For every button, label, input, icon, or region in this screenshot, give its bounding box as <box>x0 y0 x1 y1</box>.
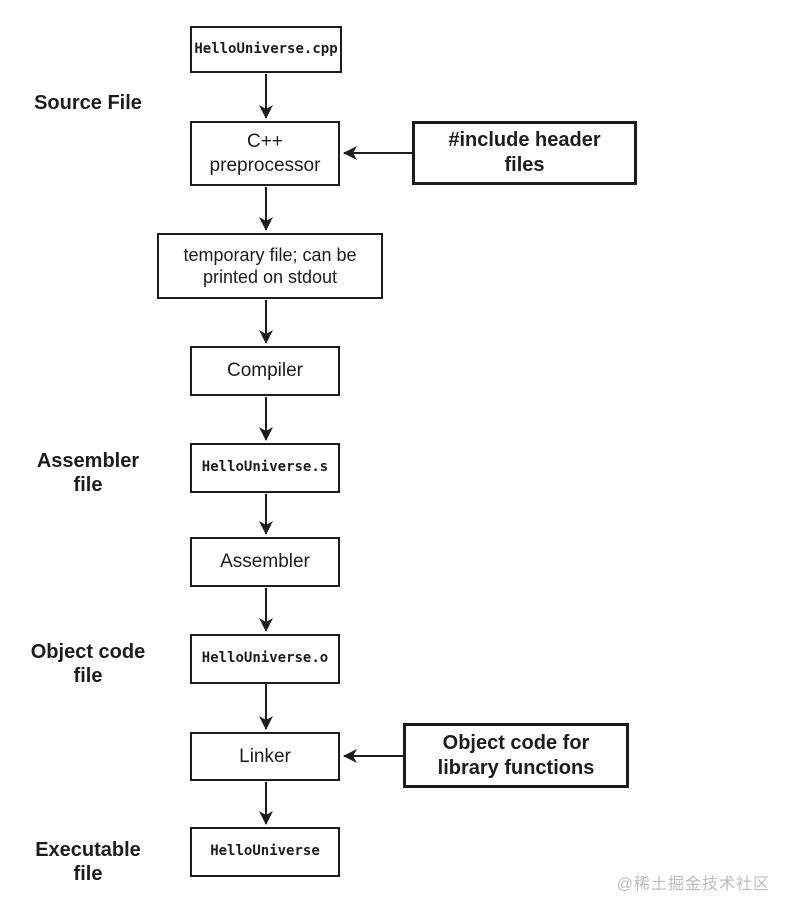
label-object-code-file: Object code file <box>30 641 146 687</box>
node-preprocessor: C++ preprocessor <box>190 121 340 186</box>
node-temporary-file: temporary file; can be printed on stdout <box>157 233 383 299</box>
node-include-headers: #include header files <box>412 121 637 185</box>
node-executable: HelloUniverse <box>190 827 340 877</box>
node-assembler: Assembler <box>190 537 340 587</box>
node-linker: Linker <box>190 732 340 781</box>
watermark-text: @稀土掘金技术社区 <box>616 876 770 893</box>
node-library-object-code: Object code for library functions <box>403 723 629 788</box>
node-assembly-file: HelloUniverse.s <box>190 443 340 493</box>
label-assembler-file: Assembler file <box>36 450 140 496</box>
node-object-file: HelloUniverse.o <box>190 634 340 684</box>
node-source-file: HelloUniverse.cpp <box>190 26 342 73</box>
node-compiler: Compiler <box>190 346 340 396</box>
label-executable-file: Executable file <box>35 839 141 885</box>
label-source-file: Source File <box>34 92 142 114</box>
